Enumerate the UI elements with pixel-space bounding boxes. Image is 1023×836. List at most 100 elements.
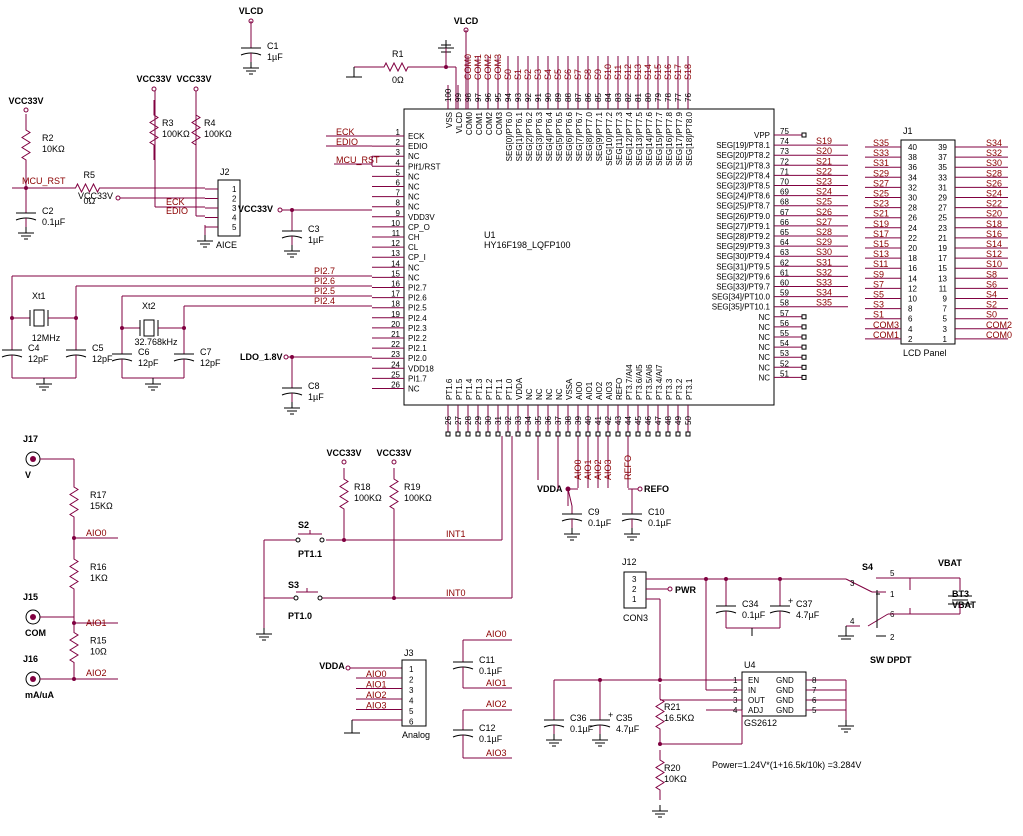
cap-ref: C9 (588, 507, 600, 517)
net-label: AIO3 (486, 748, 507, 758)
u4-pin-number: 8 (812, 676, 817, 685)
u1-pin-number: 42 (604, 416, 613, 425)
res-value: 15KΩ (90, 501, 113, 511)
u1-pin-number: 14 (391, 259, 400, 268)
u4-body (741, 671, 807, 717)
u1-pin-name: PI2.2 (408, 334, 427, 343)
u1-pin-number: 89 (554, 93, 563, 102)
s4-pole (845, 578, 886, 593)
cap-ref: C37 (796, 599, 813, 609)
u1-bottom-pad (575, 431, 581, 437)
net-label: AIO2 (366, 690, 387, 700)
power-node (345, 665, 351, 671)
cap-value: 1µF (308, 235, 324, 245)
cap-value: 1µF (267, 52, 283, 62)
res-ref: R19 (404, 482, 421, 492)
u1-pin-name: NC (408, 203, 420, 212)
u1-pin-number: 80 (644, 93, 653, 102)
u1-pin-name: SEG[3]/PT6.3 (535, 111, 544, 161)
u1-pin-number: 11 (392, 229, 401, 238)
nc-pin (801, 364, 807, 370)
u1-pin-number: 17 (391, 290, 400, 299)
jack-ref: J15 (23, 592, 38, 602)
net-label: S15 (873, 239, 889, 249)
net-label: MCU_RST (22, 176, 66, 186)
u1-pin-number: 83 (614, 93, 623, 102)
j1-pin-number: 32 (908, 183, 917, 192)
res-value: 100KΩ (162, 129, 190, 139)
u1-pin-number: 62 (780, 258, 789, 267)
u1-bottom-pad (605, 431, 611, 437)
net-label: COM1 (873, 330, 899, 340)
net-label: S24 (816, 187, 832, 197)
wire (567, 488, 573, 507)
u1-pin-number: 49 (674, 416, 683, 425)
xtal-body (33, 309, 45, 327)
cap-value: 0.1µF (588, 518, 612, 528)
resistor (69, 548, 79, 600)
net-label: EDIO (336, 137, 358, 147)
j1-pin-number: 31 (938, 183, 947, 192)
u1-pin-name: PT1.4 (465, 378, 474, 400)
u1-bottom-pad (655, 431, 661, 437)
u1-pin-name: SEG[35]/PT10.1 (712, 303, 771, 312)
net-label: S29 (873, 168, 889, 178)
net-label: PI2.6 (314, 276, 335, 286)
cap-value: 12pF (28, 354, 49, 364)
u1-pin-name: VSSA (565, 378, 574, 400)
u1-pin-name: SEG[16]/PT7.8 (665, 111, 674, 165)
u1-pin-number: 52 (780, 359, 789, 368)
u1-bottom-pad (675, 431, 681, 437)
u1-bottom-pad (615, 431, 621, 437)
net-label: S22 (816, 166, 832, 176)
u4-part: GS2612 (744, 718, 777, 728)
u1-pin-name: EDIO (408, 142, 428, 151)
res-value: 10KΩ (42, 144, 65, 154)
u1-pin-number: 26 (444, 416, 453, 425)
u1-pin-name: PI2.1 (408, 344, 427, 353)
vcc33-label: VCC33V (238, 204, 273, 214)
jack-label: mA/uA (25, 690, 55, 700)
s4-pin: 5 (890, 569, 895, 578)
u1-pin-number: 65 (780, 228, 789, 237)
power-node (151, 86, 157, 92)
res-ref: R17 (90, 490, 107, 500)
u1-pin-name: PT3.6/AI5 (635, 364, 644, 400)
j2-body (217, 179, 241, 237)
u1-pin-name: NC (408, 152, 420, 161)
net-label: ECK (166, 197, 185, 207)
j1-pin-number: 19 (938, 244, 947, 253)
cap-ref: C10 (648, 507, 665, 517)
u1-bottom-pad (625, 431, 631, 437)
net-label: ECK (336, 127, 355, 137)
res-ref: R16 (90, 562, 107, 572)
u1-pin-number: 48 (664, 416, 673, 425)
input-jack-core (30, 676, 36, 682)
net-label: S25 (873, 189, 889, 199)
u1-pin-number: 68 (780, 198, 789, 207)
u1-pin-number: 22 (391, 340, 400, 349)
u4-pin-name: GND (776, 686, 794, 695)
j1-pin-number: 9 (943, 295, 948, 304)
u1-pin-name: PI2.0 (408, 354, 427, 363)
j1-pin-number: 34 (908, 173, 917, 182)
u1-pin-name: SEG[4]/PT6.4 (545, 111, 554, 161)
net-label: S7 (873, 279, 884, 289)
j1-pin-number: 16 (908, 264, 917, 273)
u1-pin-name: SEG[23]/PT8.5 (716, 182, 770, 191)
net-label: S20 (986, 209, 1002, 219)
res-ref: R18 (354, 482, 371, 492)
nc-pin (801, 314, 807, 320)
junction-dot (658, 678, 662, 682)
u1-pin-number: 38 (564, 416, 573, 425)
cap-value: 12pF (200, 358, 221, 368)
u1-bottom-pad (465, 431, 471, 437)
u1-pin-name: SEG[0]/PT6.0 (505, 111, 514, 161)
bt3-value: VBAT (952, 600, 976, 610)
u1-pin-name: PI2.3 (408, 324, 427, 333)
u1-pin-number: 77 (674, 93, 683, 102)
j1-pin-number: 40 (908, 143, 917, 152)
power-node (341, 459, 347, 465)
j1-pin-number: 37 (938, 153, 947, 162)
j3-name: Analog (402, 730, 430, 740)
